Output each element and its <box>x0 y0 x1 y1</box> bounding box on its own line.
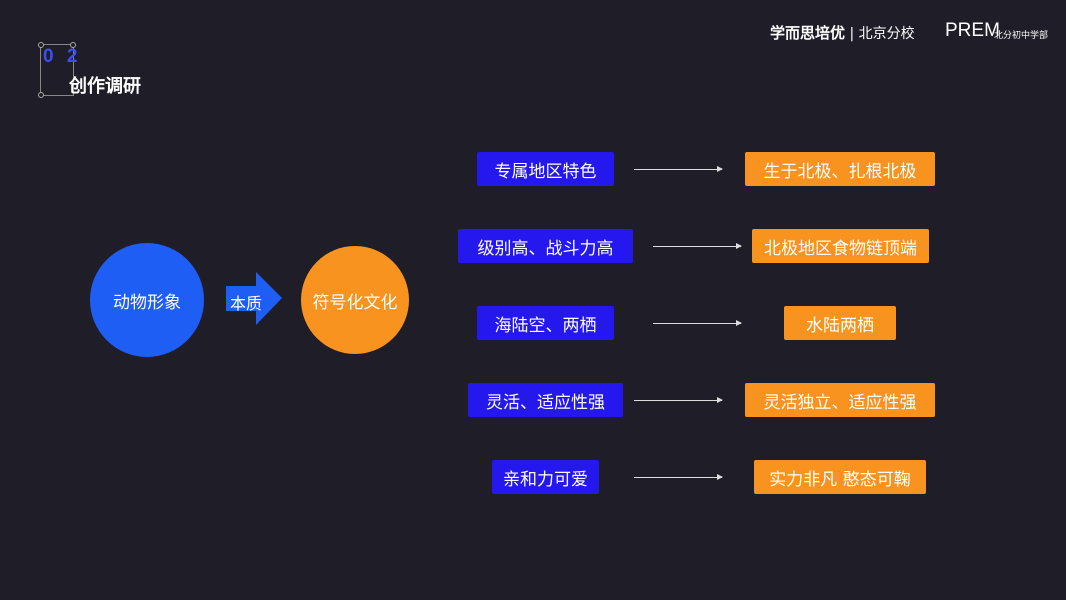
section-number: 0 2 <box>43 46 82 67</box>
section-frame <box>40 44 74 96</box>
essence-arrow-icon <box>226 272 282 325</box>
brand-logo: 学而思培优 | 北京分校 <box>770 24 915 42</box>
trait-box: 级别高、战斗力高 <box>458 229 633 263</box>
trait-box: 海陆空、两栖 <box>477 306 614 340</box>
meaning-box: 水陆两栖 <box>784 306 896 340</box>
meaning-box: 生于北极、扎根北极 <box>745 152 935 186</box>
section-title: 创作调研 <box>69 76 141 97</box>
arrow-icon <box>634 166 723 172</box>
prem-logo: PREM <box>945 20 1000 41</box>
meaning-box: 实力非凡 憨态可鞠 <box>754 460 926 494</box>
trait-box: 灵活、适应性强 <box>468 383 623 417</box>
arrow-icon <box>653 320 742 326</box>
essence-label: 本质 <box>230 294 263 313</box>
trait-box: 亲和力可爱 <box>492 460 599 494</box>
arrow-icon <box>634 474 723 480</box>
arrow-icon <box>653 243 742 249</box>
symbolic-culture-node: 符号化文化 <box>301 246 409 354</box>
brand-branch: 北京分校 <box>858 26 915 42</box>
frame-corner <box>38 42 44 48</box>
frame-corner <box>38 92 44 98</box>
frame-corner <box>70 42 76 48</box>
brand-name: 学而思培优 <box>770 24 846 42</box>
animal-image-node: 动物形象 <box>90 243 204 357</box>
trait-box: 专属地区特色 <box>477 152 614 186</box>
meaning-box: 灵活独立、适应性强 <box>745 383 935 417</box>
meaning-box: 北极地区食物链顶端 <box>752 229 929 263</box>
arrow-icon <box>634 397 723 403</box>
prem-sub: 北分初中学部 <box>994 31 1049 41</box>
